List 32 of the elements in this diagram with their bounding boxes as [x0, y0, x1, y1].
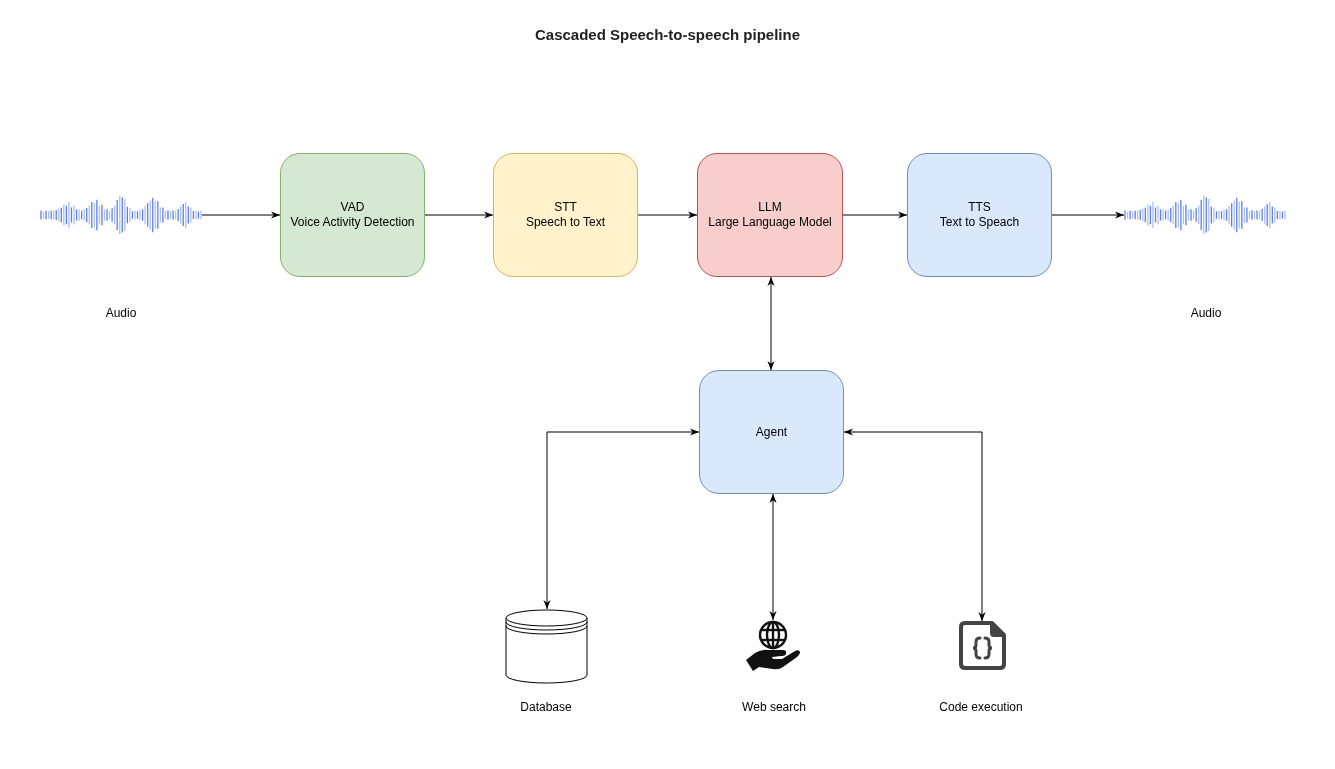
double-headed-arrow [843, 428, 986, 622]
box-description: Speech to Text [525, 215, 606, 230]
box-heading: TTS [968, 200, 991, 215]
double-headed-arrow [767, 276, 775, 371]
arrow [201, 211, 281, 219]
box-heading: STT [554, 200, 577, 215]
process-box [493, 153, 638, 277]
text-label: Audio [1190, 306, 1222, 321]
process-box [280, 153, 425, 277]
text-label: Audio [105, 306, 137, 321]
node-caption: Web search [742, 700, 806, 715]
arrow [842, 211, 908, 219]
box-label: Agent [755, 424, 788, 440]
code-file-icon [959, 621, 1006, 670]
arrow [637, 211, 698, 219]
globe-hand-icon [745, 620, 801, 671]
process-box [697, 153, 843, 277]
database-cylinder [505, 609, 588, 684]
arrow [1051, 211, 1125, 219]
box-heading: VAD [340, 200, 365, 215]
double-headed-arrow [769, 493, 777, 621]
box-description: Text to Speach [939, 215, 1020, 230]
box-description: Large Language Model [708, 215, 832, 230]
diagram-title: Cascaded Speech-to-speech pipeline [534, 26, 801, 44]
arrow [424, 211, 494, 219]
process-box [699, 370, 844, 494]
node-caption: Database [520, 700, 572, 715]
process-box [907, 153, 1052, 277]
box-description: Voice Activity Detection [290, 215, 415, 230]
double-headed-arrow [543, 428, 700, 610]
node-caption: Code execution [939, 700, 1023, 715]
box-heading: LLM [758, 200, 782, 215]
